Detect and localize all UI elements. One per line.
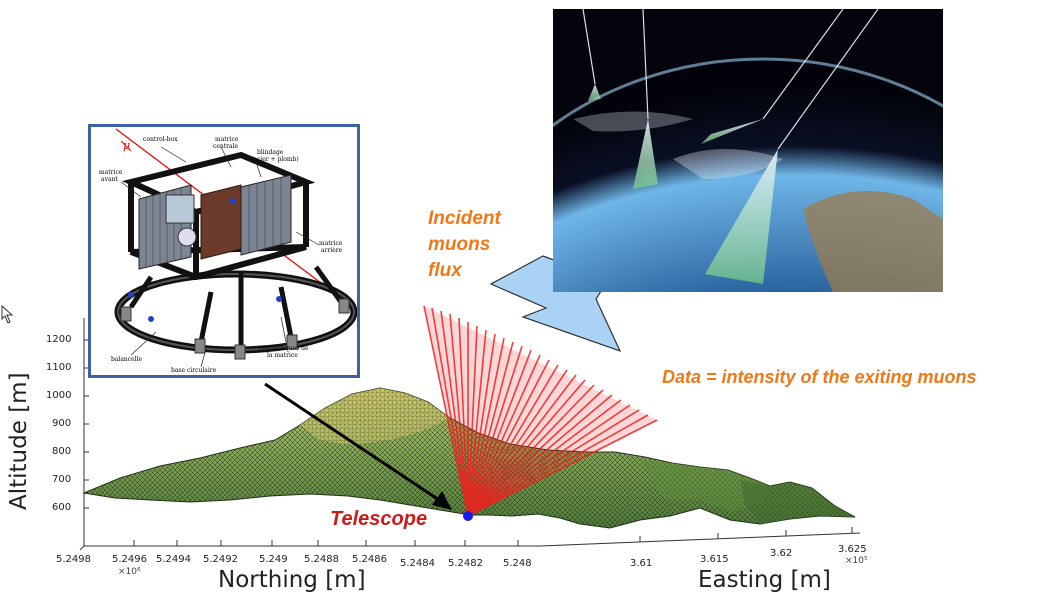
incident-flux-line-1: Incident (428, 208, 501, 229)
altitude-tick-label: 1100 (46, 362, 72, 373)
y-axis-title: Altitude [m] (6, 372, 32, 510)
incident-flux-line-3: flux (428, 260, 462, 281)
incident-flux-label: Incident muons flux (428, 206, 501, 284)
easting-multiplier: ×10⁵ (845, 556, 868, 566)
northing-tick-label: 5.2488 (304, 554, 339, 565)
northing-tick-label: 5.2496 (112, 554, 147, 565)
easting-axis-title: Easting [m] (698, 567, 831, 593)
label-matrice-arriere-2: arrière (321, 247, 343, 254)
altitude-ticks (84, 339, 89, 509)
northing-tick-label: 5.2498 (56, 554, 91, 565)
easting-tick-label: 3.625 (838, 544, 867, 555)
telescope-schematic: control-box matrice centrale blindage (a… (88, 124, 360, 378)
label-matrice-centrale-2: centrale (213, 143, 239, 150)
northing-tick-label: 5.2482 (448, 558, 483, 569)
altitude-tick-label: 600 (52, 502, 72, 513)
label-balancelle: balancelle (111, 356, 143, 363)
northing-ticks (83, 527, 853, 546)
label-blindage-1: blindage (257, 149, 284, 156)
altitude-tick-label: 900 (52, 418, 72, 429)
label-connectiques-1: connectiques de (259, 345, 309, 352)
altitude-tick-label: 700 (52, 474, 72, 485)
muon-fan-fill (424, 306, 657, 516)
northing-tick-label: 5.2486 (352, 554, 387, 565)
label-matrice-avant-1: matrice (99, 169, 123, 176)
northing-tick-label: 5.2494 (156, 554, 191, 565)
label-blindage-2: (acier + plomb) (251, 156, 299, 163)
northing-axis-title: Northing [m] (218, 567, 366, 593)
altitude-tick-label: 1200 (46, 334, 72, 345)
easting-tick-label: 3.61 (630, 558, 653, 569)
altitude-tick-label: 800 (52, 446, 72, 457)
label-matrice-arriere-1: matrice (319, 240, 343, 247)
northing-tick-label: 5.2492 (203, 554, 238, 565)
terrain-surface (82, 387, 856, 529)
muon-ray-fan (423, 305, 658, 517)
label-matrice-avant-2: avant (101, 176, 118, 183)
northing-tick-label: 5.249 (259, 554, 288, 565)
telescope-marker (463, 511, 473, 521)
label-control-box: control-box (143, 136, 178, 143)
easting-tick-label: 3.62 (770, 548, 793, 559)
telescope-label: Telescope (330, 508, 428, 530)
label-mu-symbol: μ (123, 139, 131, 152)
northing-tick-label: 5.2484 (400, 558, 435, 569)
altitude-tick-label: 1000 (46, 390, 72, 401)
easting-tick-label: 3.615 (700, 554, 729, 565)
label-connectiques-2: la matrice (267, 352, 298, 359)
incident-flux-line-2: muons (428, 234, 491, 255)
northing-multiplier: ×10⁶ (118, 567, 141, 577)
northing-tick-label: 5.248 (503, 558, 532, 569)
pointer-arrow (264, 382, 452, 510)
label-base-circulaire: base circulaire (171, 367, 217, 374)
data-caption: Data = intensity of the exiting muons (662, 367, 977, 387)
label-matrice-centrale-1: matrice (215, 136, 239, 143)
air-shower-photo (553, 9, 943, 292)
mouse-cursor-icon (1, 304, 14, 324)
